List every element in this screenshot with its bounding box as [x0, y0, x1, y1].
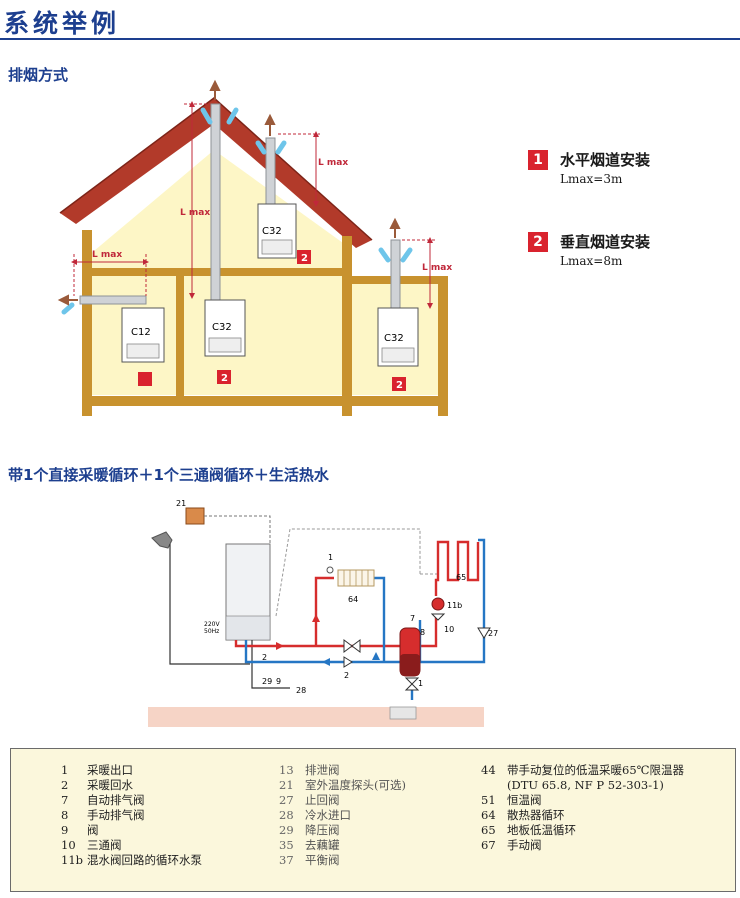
- schematic-section-title: 带1个直接采暖循环＋1个三通阀循环＋生活热水: [8, 466, 329, 484]
- svg-text:2: 2: [262, 653, 267, 662]
- legend-sub-1: Lmax=3m: [560, 172, 623, 186]
- parts-row: (DTU 65.8, NF P 52-303-1): [507, 778, 664, 792]
- svg-text:10: 10: [444, 625, 454, 634]
- badge-2-annex: 2: [396, 380, 403, 391]
- flue-section-title: 排烟方式: [8, 66, 69, 84]
- floor-slab: [148, 707, 484, 727]
- svg-text:28: 28: [296, 686, 306, 695]
- svg-text:1: 1: [418, 679, 423, 688]
- dim-label-tall: L max: [180, 208, 210, 218]
- boiler-c32-attic: C32: [257, 203, 297, 259]
- svg-text:65: 65: [456, 573, 466, 582]
- legend-num-1: 1: [528, 150, 548, 170]
- circulation-pump: [431, 597, 445, 611]
- badge-1-marker: [138, 372, 152, 386]
- svg-text:C32: C32: [262, 226, 282, 237]
- legend-title-1: 水平烟道安装: [560, 151, 651, 169]
- svg-text:2: 2: [344, 671, 349, 680]
- svg-text:220V: 220V: [204, 621, 220, 628]
- dim-label-mid: L max: [318, 158, 348, 168]
- horizontal-flue: [79, 295, 147, 305]
- svg-text:64: 64: [348, 595, 358, 604]
- legend-title-2: 垂直烟道安装: [560, 233, 651, 251]
- svg-text:C32: C32: [212, 322, 232, 333]
- svg-text:9: 9: [276, 677, 281, 686]
- svg-text:1: 1: [328, 553, 333, 562]
- svg-text:21: 21: [176, 499, 186, 508]
- svg-text:8: 8: [420, 628, 425, 637]
- boiler-c32-ground: C32: [204, 299, 246, 357]
- dim-label-horizontal: L max: [92, 250, 122, 260]
- title-rule: [0, 38, 740, 40]
- svg-text:C12: C12: [131, 327, 151, 338]
- svg-text:29: 29: [262, 677, 272, 686]
- vertical-flue-annex: [390, 239, 401, 311]
- svg-text:11b: 11b: [447, 601, 462, 610]
- svg-text:27: 27: [488, 629, 498, 638]
- boiler-c12: C12: [121, 307, 165, 363]
- outdoor-sensor: [185, 507, 205, 525]
- badge-2-ground: 2: [221, 373, 228, 384]
- legend-sub-2: Lmax=8m: [560, 254, 623, 268]
- svg-text:7: 7: [410, 614, 415, 623]
- svg-text:50Hz: 50Hz: [204, 628, 219, 635]
- hot-water-tap: [151, 531, 173, 549]
- badge-2-attic: 2: [301, 253, 308, 264]
- legend-num-2: 2: [528, 232, 548, 252]
- dim-label-annex: L max: [422, 263, 452, 273]
- page-title: 系统举例: [4, 9, 121, 38]
- boiler-c32-annex: C32: [377, 307, 419, 367]
- svg-text:C32: C32: [384, 333, 404, 344]
- main-roof: [60, 98, 372, 248]
- vertical-flue-mid: [265, 137, 276, 207]
- vertical-flue-tall: [210, 103, 221, 301]
